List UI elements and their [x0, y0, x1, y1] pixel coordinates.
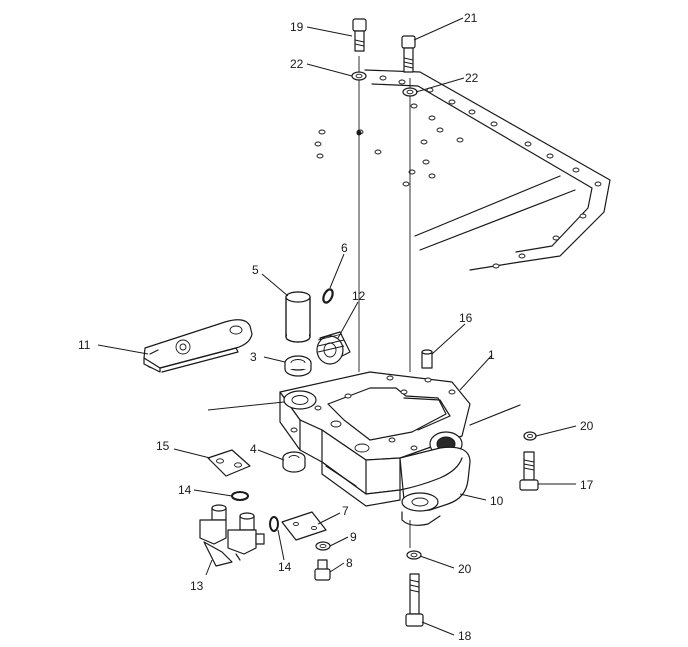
callout-11: 11 — [78, 338, 91, 352]
callout-4: 4 — [250, 442, 257, 456]
washer-20-lower — [406, 550, 422, 560]
washer-22-left — [351, 71, 367, 81]
callout-6: 6 — [341, 241, 348, 255]
bolt-18 — [405, 573, 424, 627]
lever-arm-11 — [143, 319, 253, 373]
yoke-10 — [399, 446, 471, 526]
plate-15 — [207, 449, 251, 477]
callout-10: 10 — [490, 494, 504, 508]
frame-holes — [314, 75, 602, 269]
o-ring-14-lower — [269, 516, 279, 532]
callout-15: 15 — [156, 439, 170, 453]
callouts: 19 21 22 22 6 5 12 16 11 3 1 15 4 14 10 … — [78, 11, 594, 643]
callout-1: 1 — [488, 348, 495, 362]
bearing-4 — [282, 451, 306, 473]
callout-14-upper: 14 — [178, 483, 192, 497]
callout-16: 16 — [459, 311, 473, 325]
fitting-13 — [199, 504, 265, 567]
snap-ring-6 — [322, 288, 334, 304]
dowel-16 — [421, 349, 433, 369]
callout-14-lower: 14 — [278, 560, 292, 574]
callout-13: 13 — [190, 579, 204, 593]
plate-7 — [281, 511, 327, 541]
bolt-21 — [401, 35, 416, 73]
callout-3: 3 — [250, 350, 257, 364]
washer-22-right — [402, 87, 418, 97]
callout-22-right: 22 — [465, 71, 479, 85]
callout-17: 17 — [580, 478, 594, 492]
bolt-8 — [314, 559, 331, 581]
callout-18: 18 — [458, 629, 472, 643]
pin-5 — [285, 291, 311, 343]
callout-22-left: 22 — [290, 57, 304, 71]
bolt-19 — [352, 18, 367, 52]
callout-20-lower: 20 — [458, 562, 472, 576]
bolt-17 — [519, 451, 539, 491]
bushing-12 — [316, 331, 351, 365]
callout-21: 21 — [464, 11, 478, 25]
callout-5: 5 — [252, 263, 259, 277]
callout-8: 8 — [346, 556, 353, 570]
callout-9: 9 — [350, 530, 357, 544]
callout-7: 7 — [342, 504, 349, 518]
washer-20-upper — [523, 431, 537, 441]
washer-9 — [315, 541, 331, 551]
callout-12: 12 — [352, 289, 366, 303]
callout-19: 19 — [290, 20, 304, 34]
o-ring-14-upper — [231, 491, 249, 501]
callout-20-upper: 20 — [580, 419, 594, 433]
leader-lines — [97, 17, 577, 636]
bearing-3 — [284, 355, 312, 377]
